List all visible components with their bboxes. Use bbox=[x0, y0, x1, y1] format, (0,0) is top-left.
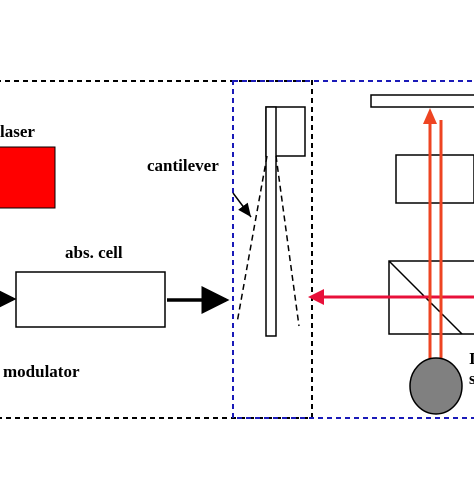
mirror bbox=[370, 94, 474, 108]
laser-block bbox=[0, 146, 56, 209]
deflection-line-right bbox=[275, 155, 300, 327]
laser-label: laser bbox=[0, 122, 35, 141]
cantilever-pointer-arrow bbox=[232, 192, 252, 218]
cut-off-label-2: s bbox=[469, 369, 474, 388]
cantilever-label: cantilever bbox=[147, 156, 219, 175]
cut-off-label-1: I bbox=[469, 349, 474, 368]
abs-cell-label: abs. cell bbox=[65, 243, 123, 262]
photodetector bbox=[409, 357, 463, 415]
deflection-line-left bbox=[236, 155, 268, 324]
modulator-label: modulator bbox=[3, 362, 80, 381]
probe-beam-arrowhead bbox=[308, 289, 324, 305]
right-dashed-enclosure bbox=[232, 80, 474, 419]
abs-cell-block bbox=[15, 271, 166, 328]
left-dashed-enclosure bbox=[0, 80, 313, 419]
cantilever-beam bbox=[265, 106, 277, 337]
optical-element bbox=[395, 154, 474, 204]
vertical-beam-arrowhead-up bbox=[423, 108, 437, 124]
